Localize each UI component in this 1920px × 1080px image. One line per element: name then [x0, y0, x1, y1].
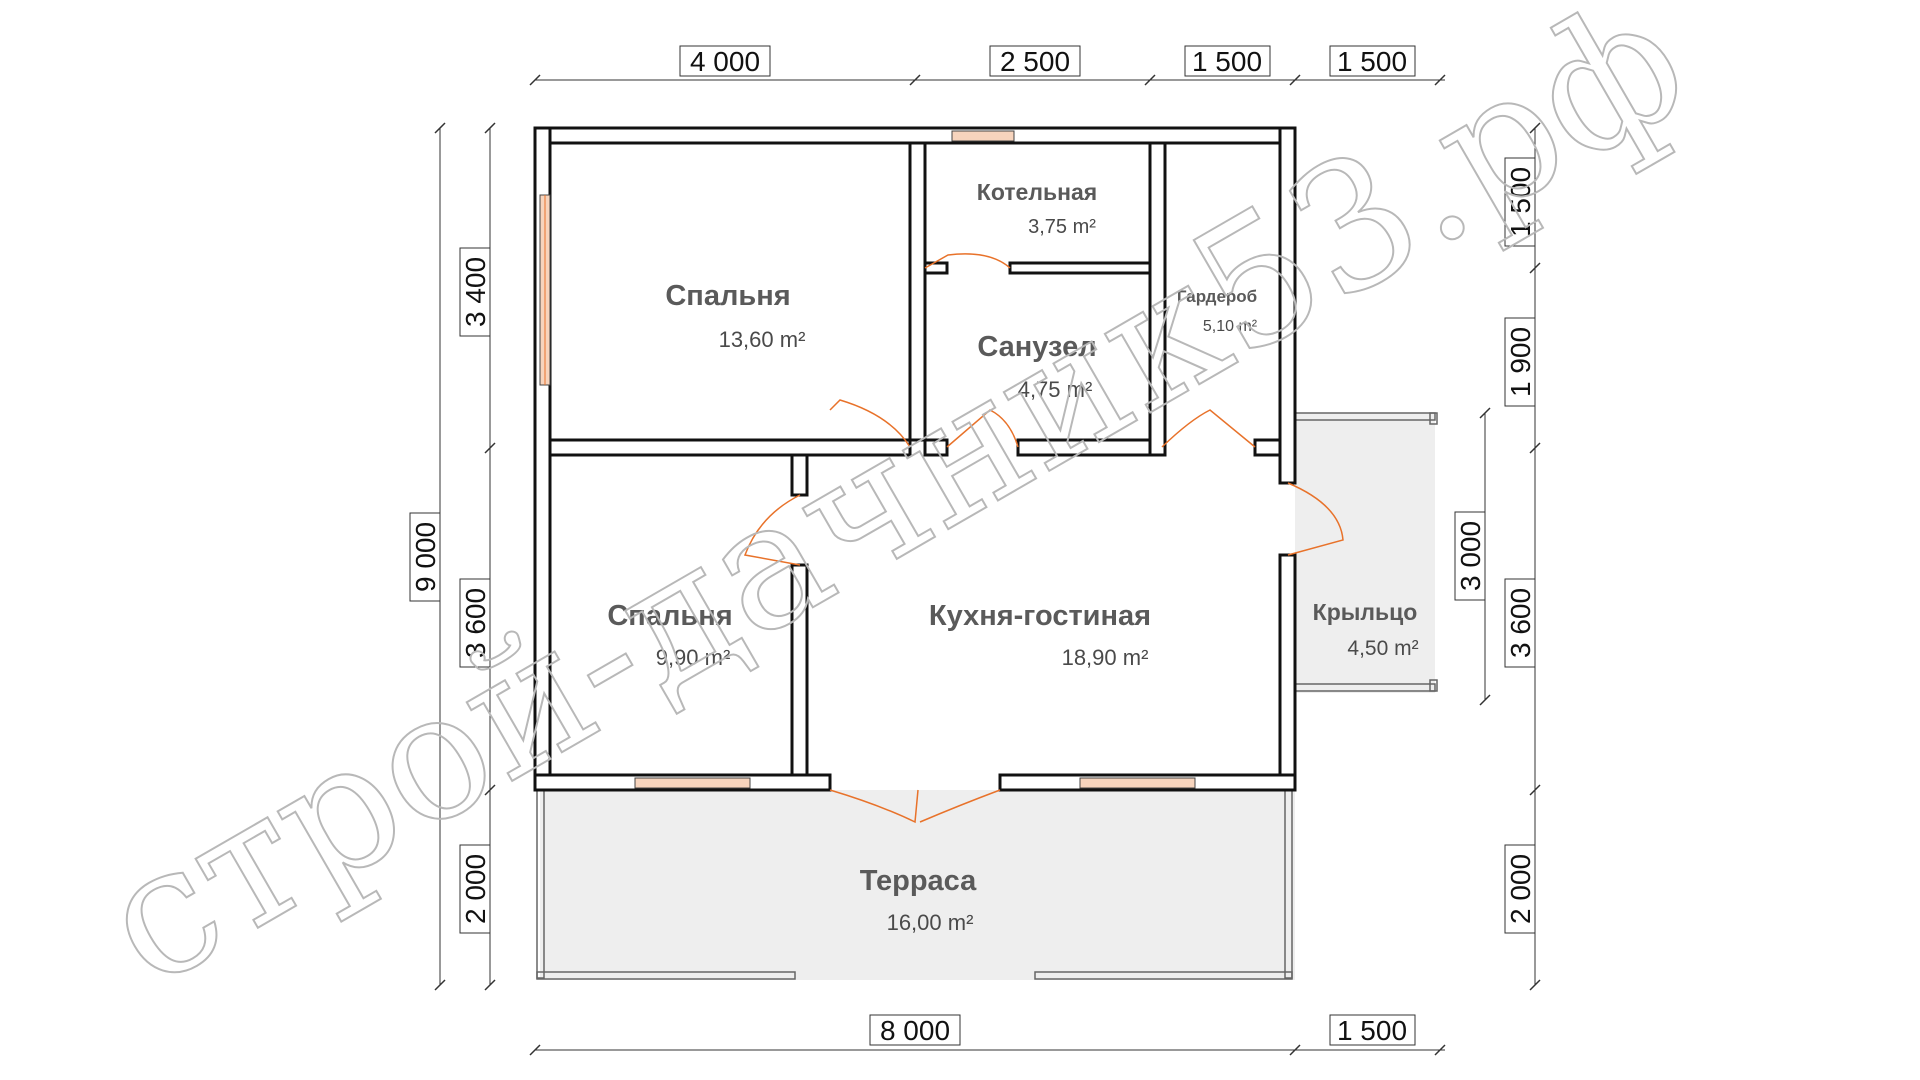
room-area-bathroom: 4,75 m² [1018, 377, 1093, 402]
room-area-boiler: 3,75 m² [1028, 216, 1096, 238]
dim-top-porch: 1 500 [1337, 46, 1407, 77]
room-area-bedroom1: 13,60 m² [719, 327, 806, 352]
room-area-wardrobe: 5,10 m² [1203, 318, 1258, 335]
dim-bottom-house: 8 000 [880, 1015, 950, 1046]
room-name-bedroom1: Спальня [665, 280, 790, 312]
room-name-kitchen: Кухня-гостиная [929, 600, 1151, 632]
room-area-bedroom2: 9,90 m² [656, 645, 731, 670]
terrace-deck [540, 790, 1295, 980]
dim-top-bedroom: 4 000 [690, 46, 760, 77]
dim-right-1: 1 500 [1505, 167, 1536, 237]
dim-left-2: 3 600 [460, 588, 491, 658]
doors [743, 253, 1344, 824]
dim-top-bath: 2 500 [1000, 46, 1070, 77]
dim-porch-depth: 3 000 [1455, 521, 1486, 591]
room-name-porch: Крыльцо [1313, 599, 1418, 625]
windows [539, 130, 1196, 789]
room-name-terrace: Терраса [860, 865, 977, 897]
room-area-porch: 4,50 m² [1347, 637, 1418, 660]
dim-top-wardrobe: 1 500 [1192, 46, 1262, 77]
dim-left-total: 9 000 [410, 522, 441, 592]
dim-left-1: 3 400 [460, 257, 491, 327]
room-name-wardrobe: Гардероб [1177, 287, 1257, 306]
dim-bottom-porch: 1 500 [1337, 1015, 1407, 1046]
porch-deck [1295, 413, 1435, 693]
dim-right-4: 2 000 [1505, 854, 1536, 924]
dim-right-2: 1 900 [1505, 327, 1536, 397]
dim-left-3: 2 000 [460, 854, 491, 924]
room-area-terrace: 16,00 m² [887, 910, 974, 935]
room-name-bathroom: Санузел [977, 331, 1096, 363]
dimension-ticks [434, 74, 1541, 1056]
room-area-kitchen: 18,90 m² [1062, 645, 1149, 670]
dim-right-3: 3 600 [1505, 588, 1536, 658]
room-name-bedroom2: Спальня [607, 600, 732, 632]
dimension-label-boxes [409, 45, 1536, 1046]
room-name-boiler: Котельная [977, 179, 1097, 205]
